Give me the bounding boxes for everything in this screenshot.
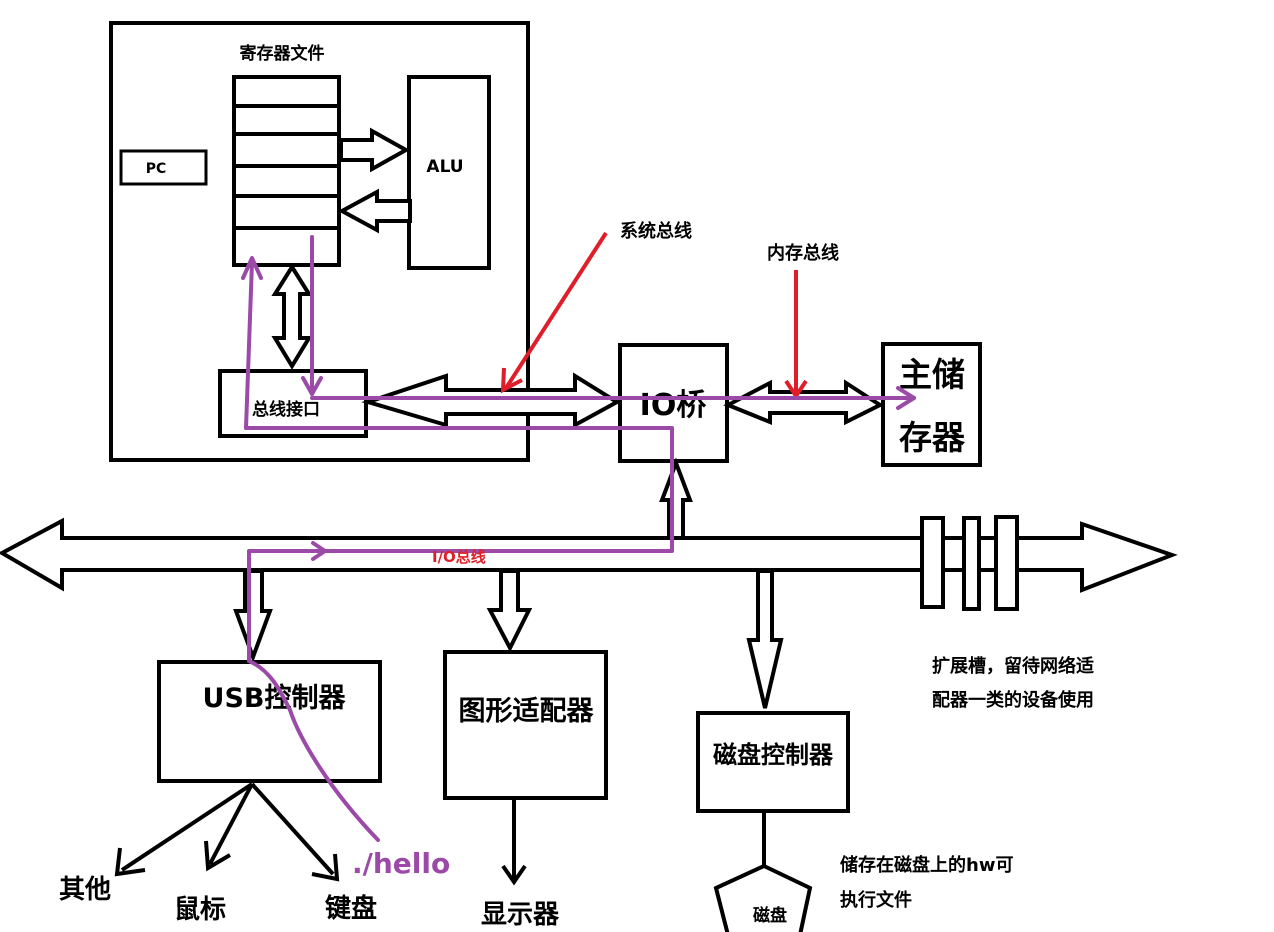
usb-controller: USB控制器 — [157, 660, 382, 783]
expansion-slots-note-1: 扩展槽，留待网络适 — [932, 655, 1094, 677]
register-file — [232, 75, 341, 267]
cpu-chip: 寄存器文件 PC ALU 总线接口 — [109, 21, 530, 462]
device-mouse-label: 鼠标 — [174, 895, 226, 925]
io-bridge: IO桥 — [618, 343, 729, 463]
io-bus-to-disk-controller-arrow — [746, 569, 784, 709]
alu-label: ALU — [426, 157, 463, 177]
main-memory-label-1: 主储 — [899, 355, 965, 394]
memory-bus-arrow — [723, 379, 885, 426]
device-other-label: 其他 — [59, 875, 111, 905]
pc-label: PC — [146, 161, 167, 177]
disk-controller: 磁盘控制器 — [696, 711, 850, 813]
io-bus-to-usb-arrow — [233, 569, 273, 663]
usb-device-arrows — [114, 782, 340, 882]
bus-interface-label: 总线接口 — [252, 399, 320, 420]
device-keyboard-label: 键盘 — [325, 893, 377, 924]
pc-register: PC — [119, 149, 208, 186]
arrow-alu-to-regfile — [337, 188, 412, 234]
disk-controller-label: 磁盘控制器 — [713, 741, 834, 769]
graphics-adapter-label: 图形适配器 — [459, 696, 595, 727]
hello-on-disk-note-1: 储存在磁盘上的hw可 — [839, 854, 1013, 876]
disk: 磁盘 — [713, 863, 813, 932]
device-display-label: 显示器 — [481, 900, 560, 930]
expansion-slots — [920, 515, 1019, 611]
main-memory-label-2: 存器 — [899, 418, 966, 457]
disk-label: 磁盘 — [753, 905, 787, 926]
graphics-adapter: 图形适配器 — [443, 650, 608, 800]
hello-on-disk-note-2: 执行文件 — [840, 889, 912, 911]
io-bus-label: I/O总线 — [432, 548, 486, 566]
system-bus-arrow — [361, 372, 621, 429]
hello-data-path — [241, 235, 916, 842]
expansion-slots-note-2: 配器一类的设备使用 — [932, 689, 1094, 711]
system-bus-pointer — [500, 231, 608, 394]
usb-controller-label: USB控制器 — [203, 683, 347, 714]
memory-bus-pointer — [784, 270, 808, 400]
main-memory: 主储 存器 — [881, 342, 982, 467]
hello-command-label: ./hello — [352, 847, 450, 880]
io-bus-arrow — [0, 517, 1178, 593]
register-file-label: 寄存器文件 — [240, 43, 325, 64]
graphics-to-display-arrow — [501, 800, 527, 886]
io-bridge-label: IO桥 — [640, 388, 707, 423]
system-bus-label: 系统总线 — [620, 220, 692, 242]
memory-bus-label: 内存总线 — [767, 242, 839, 264]
arrow-regfile-bus-interface — [271, 263, 313, 370]
io-bridge-to-io-bus-arrow — [659, 457, 693, 540]
arrow-regfile-to-alu — [339, 127, 411, 173]
io-bus-to-graphics-arrow — [486, 569, 533, 653]
alu: ALU — [407, 75, 491, 270]
